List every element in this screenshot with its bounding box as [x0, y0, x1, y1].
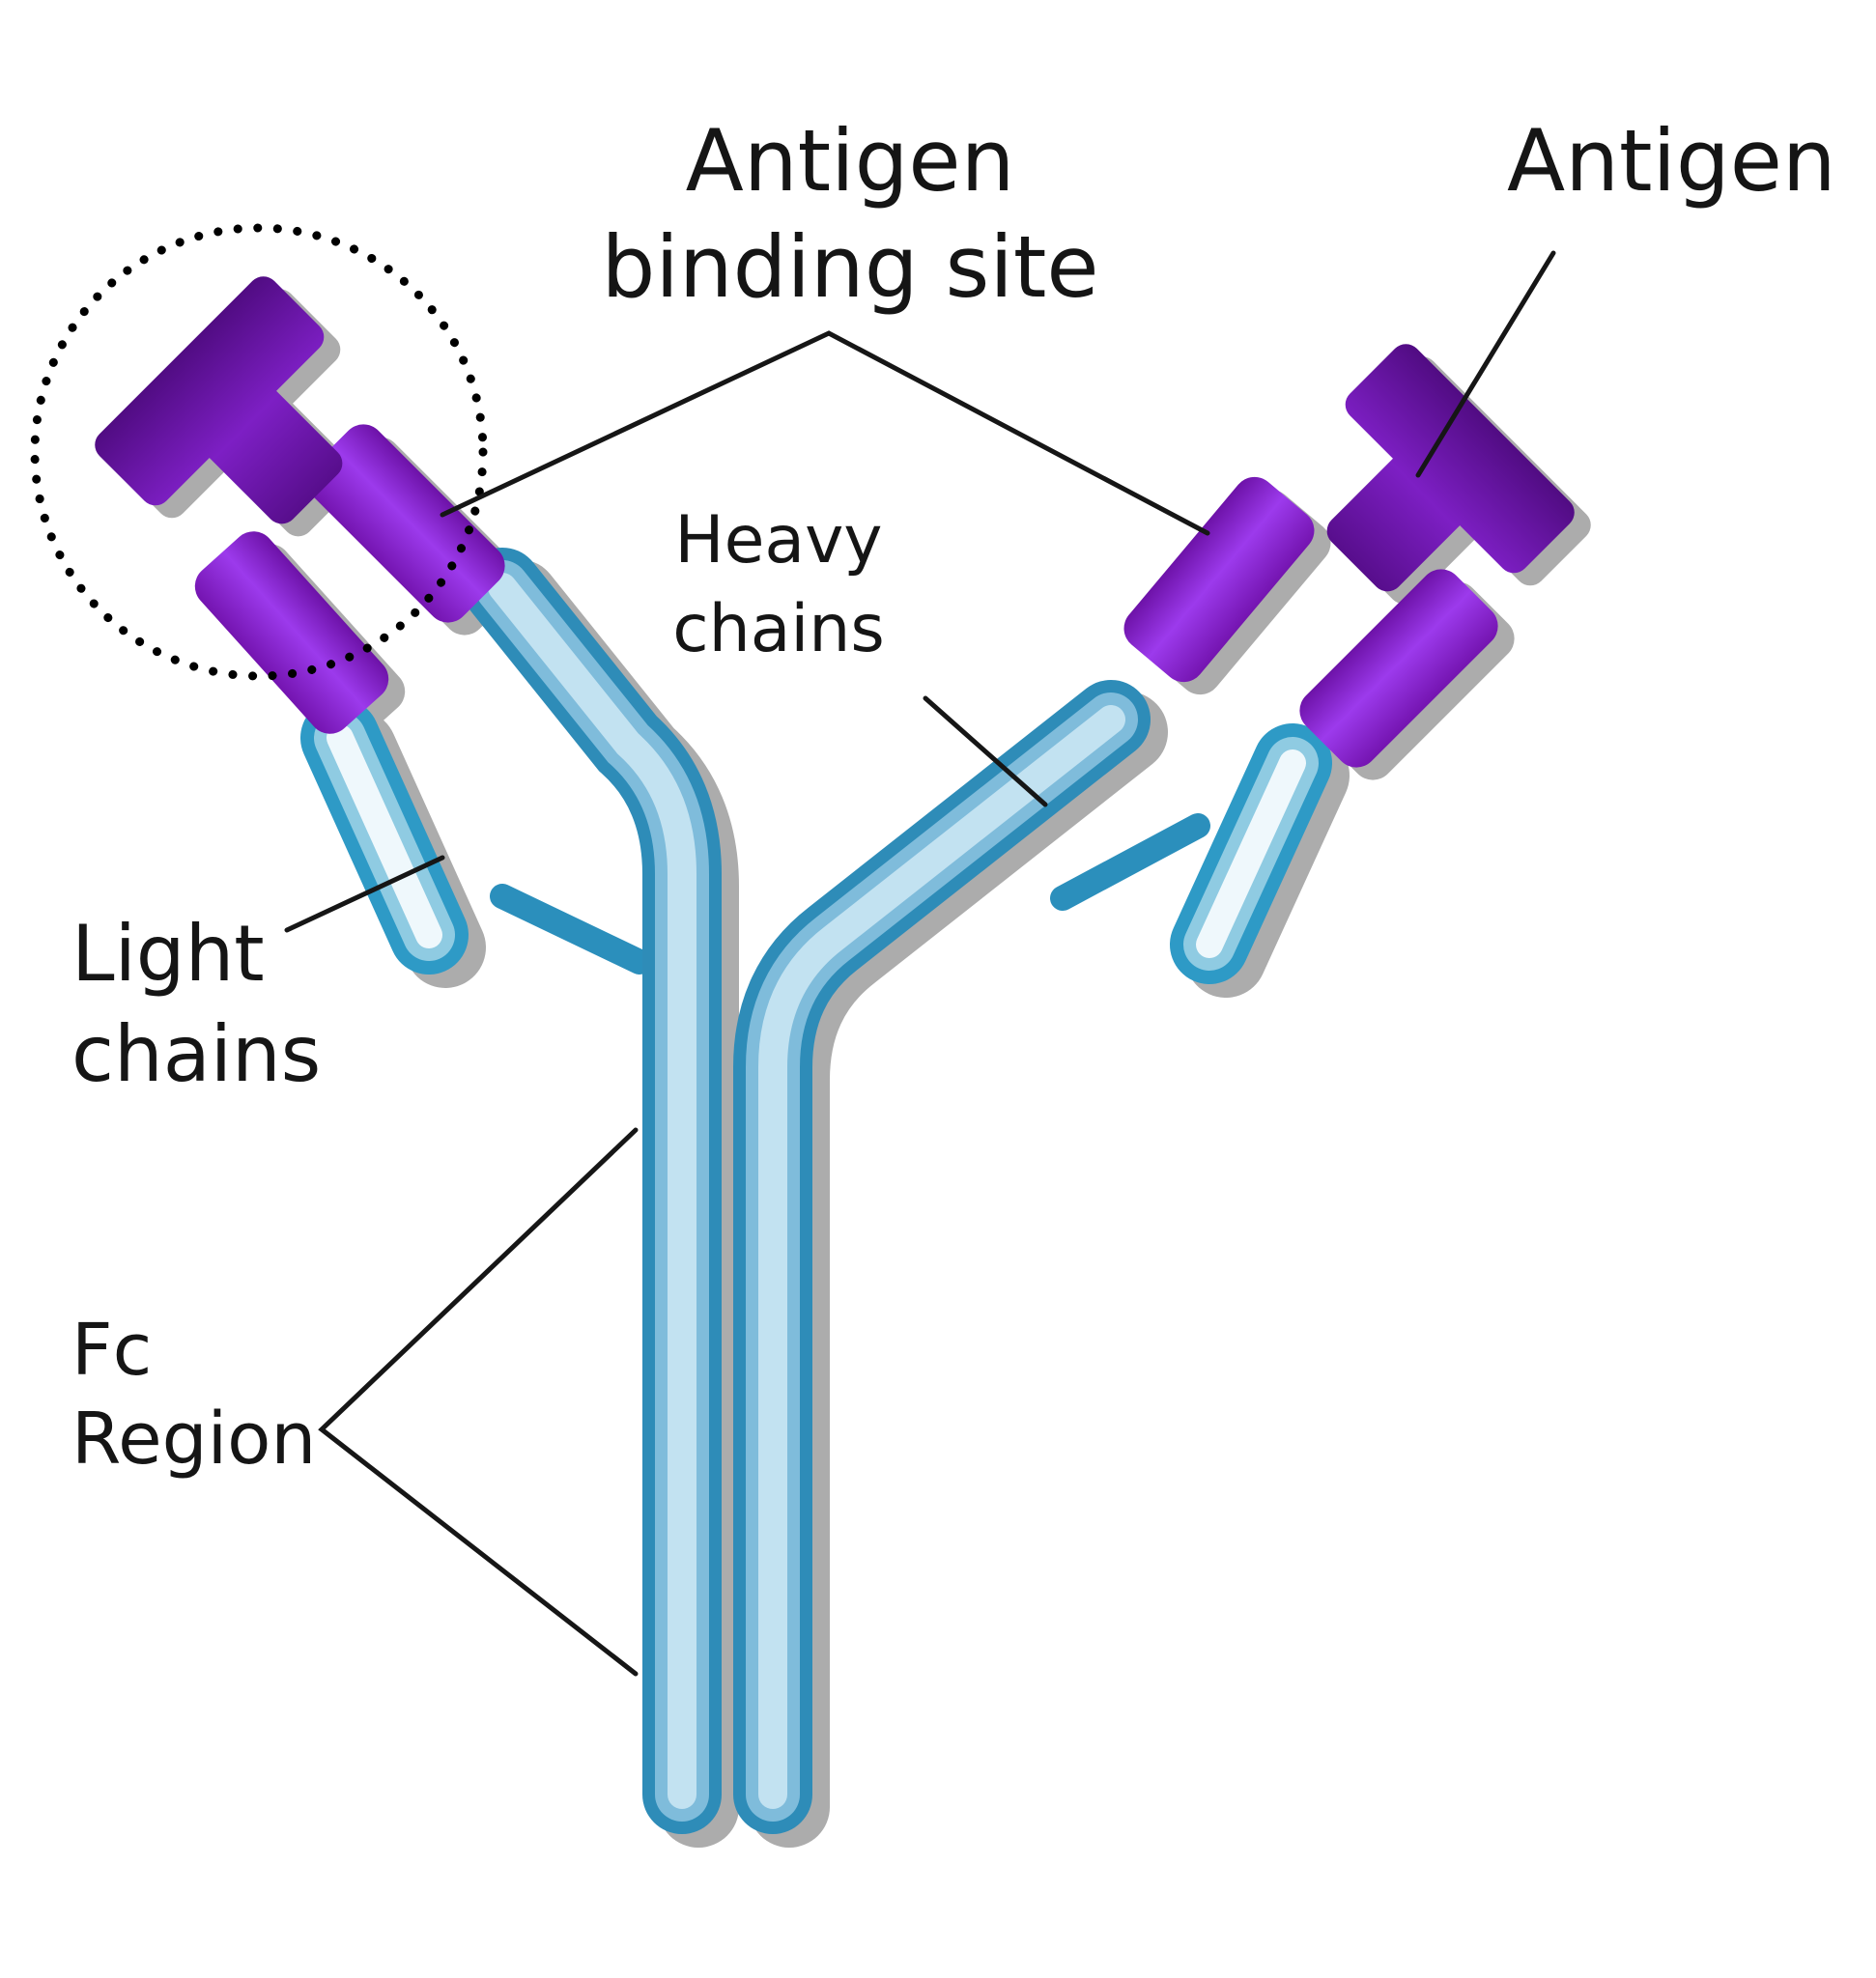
light-chains-label: Light chains [71, 904, 321, 1105]
light-chain-right [1170, 723, 1332, 984]
antigen-molecule-left [95, 276, 343, 524]
antigen-binding-site-label-line1: Antigen [685, 111, 1015, 211]
fc-region-label-line2: Region [71, 1398, 317, 1481]
fc-region-label-line1: Fc [71, 1309, 153, 1392]
light-chains-label-line2: chains [71, 1009, 322, 1099]
antigen-binding-domain-light-right [1299, 569, 1498, 768]
antigen-label: Antigen [1507, 108, 1836, 214]
light-chain-left [300, 698, 469, 975]
antigen-binding-domain-heavy-right [1123, 476, 1315, 683]
leader-line-light-chains [284, 855, 445, 933]
leader-line-heavy-chains [923, 695, 1048, 807]
antigen-binding-domain-heavy-left [306, 424, 505, 623]
light-heavy-connector-right [1050, 813, 1210, 911]
heavy-chain-right [733, 680, 1151, 1834]
leader-line-antigen [1415, 250, 1556, 478]
binding-region-dotted-circle [30, 223, 488, 681]
antigen-molecule-right [1326, 344, 1575, 592]
leader-line-antigen-binding-site [440, 330, 1210, 536]
heavy-chains-label: Heavy chains [672, 496, 885, 674]
antigen-binding-site-label-line2: binding site [601, 217, 1099, 317]
antigen-binding-domain-light-left [194, 531, 389, 734]
antigen-binding-site-label: Antigen binding site [602, 108, 1099, 321]
heavy-chains-label-line2: chains [672, 591, 885, 667]
heavy-chains-label-line1: Heavy [674, 502, 883, 579]
antigen-label-line1: Antigen [1507, 111, 1836, 211]
light-chains-label-line1: Light [71, 909, 265, 999]
leader-line-fc-region [318, 1127, 639, 1677]
fc-region-label: Fc Region [71, 1306, 316, 1484]
light-heavy-connector-left [490, 884, 652, 975]
heavy-chain-left [463, 548, 722, 1834]
